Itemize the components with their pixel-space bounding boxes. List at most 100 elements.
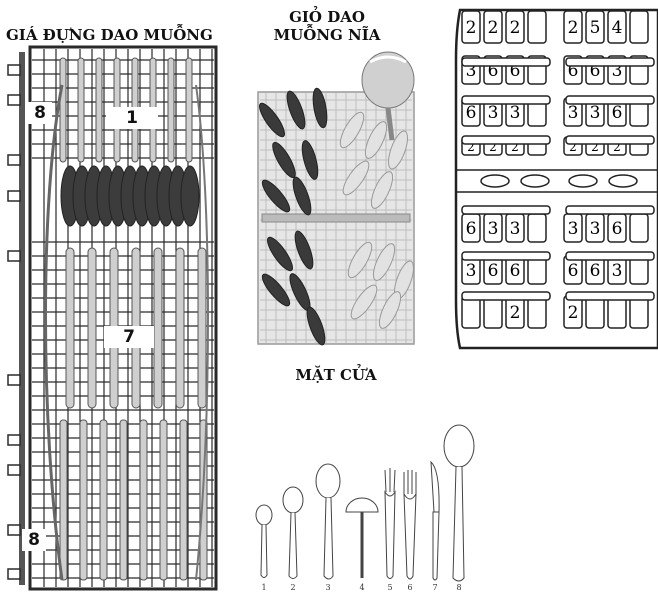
rack-utensil-upper (167, 57, 175, 163)
rack-utensil-upper (185, 57, 193, 163)
tray-bar (461, 291, 551, 301)
rack-curve-right (195, 84, 209, 581)
basket-dark-utensil (312, 87, 328, 129)
tray-ovals (480, 174, 638, 188)
basket-light-utensil (388, 130, 408, 170)
rack-utensil-lower (59, 419, 68, 581)
cutlery-number: 8 (456, 583, 461, 592)
basket-dark-utensil (294, 230, 314, 270)
tray-slot-number: 2 (568, 303, 579, 323)
basket-dark-utensil (261, 273, 291, 307)
tray-slot (461, 10, 481, 44)
tray-slot (527, 213, 547, 243)
tray-bar (565, 135, 655, 145)
tray-slot-number: 3 (590, 219, 601, 239)
tray-slot-number: 3 (510, 219, 521, 239)
tray-slot (505, 10, 525, 44)
tray-slot-number: 3 (568, 103, 579, 123)
cutlery-number: 5 (387, 583, 392, 592)
tray-slot-number: 2 (510, 303, 521, 323)
rack-callout-top: 8 (28, 102, 52, 124)
tray-bar (565, 291, 655, 301)
rack-callout-upper: 1 (106, 107, 158, 129)
tray-bar (565, 251, 655, 261)
rack-utensil-lower (179, 419, 188, 581)
tray-slot-number: 3 (510, 103, 521, 123)
basket-dark-utensil (292, 176, 312, 216)
tray-slot-number: 3 (488, 103, 499, 123)
rack-utensil-middle (65, 247, 75, 409)
cutlery-table-fork-icon (403, 470, 417, 580)
tray-slot-number: 2 (466, 18, 477, 38)
tray-slot-number: 3 (488, 219, 499, 239)
tray-slot-number: 3 (568, 219, 579, 239)
tray-slot (629, 10, 649, 44)
tray-bar (565, 57, 655, 67)
tray-slot-number: 6 (612, 103, 623, 123)
tray-slot-number: 2 (569, 140, 577, 154)
tray-oval (568, 174, 598, 188)
tray-slot-number: 6 (568, 61, 579, 81)
rack-utensil-lower (99, 419, 108, 581)
tray-slot-number: 3 (590, 103, 601, 123)
rack-hook (7, 374, 21, 386)
tray-slot-number: 6 (590, 61, 601, 81)
rack-plate-row (60, 165, 200, 227)
cutlery-serving-lid-icon (345, 497, 379, 578)
tray-slot (483, 295, 503, 329)
rack-curve-left (44, 84, 64, 581)
cutlery-teaspoon-icon (282, 486, 304, 579)
tray-slot (461, 295, 481, 329)
rack-frame (28, 45, 218, 591)
cutlery-soup-spoon-icon (315, 463, 341, 580)
basket-light-utensil (350, 284, 378, 320)
basket-dark-utensil (306, 306, 326, 346)
rack-utensil-lower (119, 419, 128, 581)
tray-slot-number: 6 (488, 261, 499, 281)
rack-utensil-upper (77, 57, 85, 163)
tray-oval (608, 174, 638, 188)
basket-title-line1: GIỎ DAO (289, 8, 365, 26)
rack-utensil-upper (95, 57, 103, 163)
tray-slot-number: 2 (568, 18, 579, 38)
rack-hook (7, 94, 21, 106)
tray-slot-number: 3 (466, 61, 477, 81)
tray-slot (607, 295, 627, 329)
tray-slot (563, 10, 583, 44)
tray-bars (461, 57, 655, 301)
basket-light-utensil (378, 291, 402, 329)
tray-slot-number: 2 (489, 140, 497, 154)
basket-dark-utensil (301, 140, 319, 180)
tray-slot (527, 10, 547, 44)
basket-utensils (259, 87, 414, 346)
tray-bar (461, 57, 551, 67)
basket-light-utensil (347, 241, 373, 279)
basket-dark-utensil (261, 179, 291, 213)
rack-hook (7, 154, 21, 166)
cutlery-number: 6 (407, 583, 412, 592)
tray-slot-number: 6 (568, 261, 579, 281)
rack-callout-bottom: 8 (22, 529, 46, 551)
tray-oval (480, 174, 510, 188)
cutlery-coffee-spoon-icon (255, 504, 273, 578)
tray-slot-number: 6 (466, 219, 477, 239)
rack-hook (7, 434, 21, 446)
basket-dark-utensil (259, 102, 285, 138)
tray-slot (527, 295, 547, 329)
tray-slot-number: 2 (510, 18, 521, 38)
rack-utensil-lower (159, 419, 168, 581)
tray-slot-number: 6 (488, 61, 499, 81)
basket-title-line2: MUỖNG NĨA (273, 26, 381, 44)
rack-callout-middle: 7 (104, 326, 154, 348)
rack-hook (7, 190, 21, 202)
basket-dark-utensil (267, 236, 293, 272)
tray-slot-number: 2 (613, 140, 621, 154)
tray-slot-number: 6 (510, 261, 521, 281)
tray-bar (461, 135, 551, 145)
tray-slot-number: 2 (511, 140, 519, 154)
cutlery-number: 1 (261, 583, 266, 592)
basket-light-utensil (342, 160, 370, 196)
